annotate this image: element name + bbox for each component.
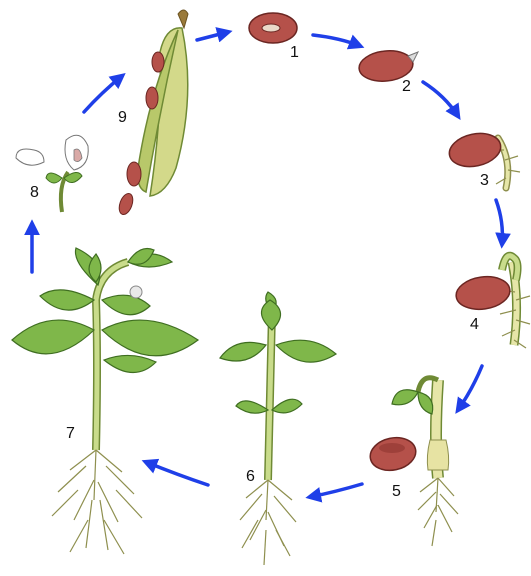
- leaf-icon: [40, 290, 94, 310]
- leaf-icon: [272, 399, 302, 413]
- stage-label-7: 7: [66, 426, 75, 442]
- stage-6-young-plant: [220, 292, 336, 565]
- leaf-icon: [276, 340, 336, 362]
- leaf-icon: [104, 355, 156, 372]
- stage-8-flower: [16, 135, 88, 212]
- leaf-icon: [418, 392, 433, 414]
- stage-label-4: 4: [470, 317, 479, 333]
- seed-icon: [146, 87, 158, 109]
- seed-icon: [454, 273, 512, 312]
- arrow-icon: [146, 462, 208, 485]
- arrow-icon: [423, 82, 458, 116]
- stage-5-seedling: [367, 378, 458, 546]
- arrow-icon: [458, 366, 482, 410]
- leaf-icon: [392, 390, 418, 405]
- flower-icon: [130, 286, 142, 298]
- stage-label-2: 2: [402, 79, 411, 95]
- stage-label-5: 5: [392, 484, 401, 500]
- leaf-icon: [46, 173, 62, 183]
- seed-icon: [117, 192, 136, 217]
- stage-label-8: 8: [30, 185, 39, 201]
- arrow-icon: [313, 35, 360, 46]
- stage-4-seedling: [454, 256, 530, 348]
- seed-icon: [127, 162, 141, 186]
- arrow-icon: [84, 76, 122, 112]
- arrow-icon: [197, 32, 228, 40]
- leaf-icon: [12, 320, 94, 354]
- leaf-icon: [261, 300, 280, 330]
- flower-icon: [16, 149, 44, 165]
- stage-1-seed: [249, 13, 297, 43]
- leaf-icon: [102, 295, 150, 314]
- stage-7-mature-plant: [12, 248, 198, 554]
- stage-label-1: 1: [290, 45, 299, 61]
- seed-icon: [446, 129, 504, 171]
- leaf-icon: [236, 401, 268, 413]
- leaf-icon: [102, 320, 198, 356]
- stage-label-6: 6: [246, 469, 255, 485]
- stage-label-3: 3: [480, 173, 489, 189]
- seed-icon: [367, 434, 419, 475]
- stage-label-9: 9: [118, 110, 127, 126]
- seed-icon: [152, 52, 164, 72]
- arrow-icon: [496, 200, 502, 244]
- stage-9-pod: [117, 10, 188, 216]
- leaf-icon: [220, 342, 266, 361]
- arrow-icon: [310, 484, 362, 497]
